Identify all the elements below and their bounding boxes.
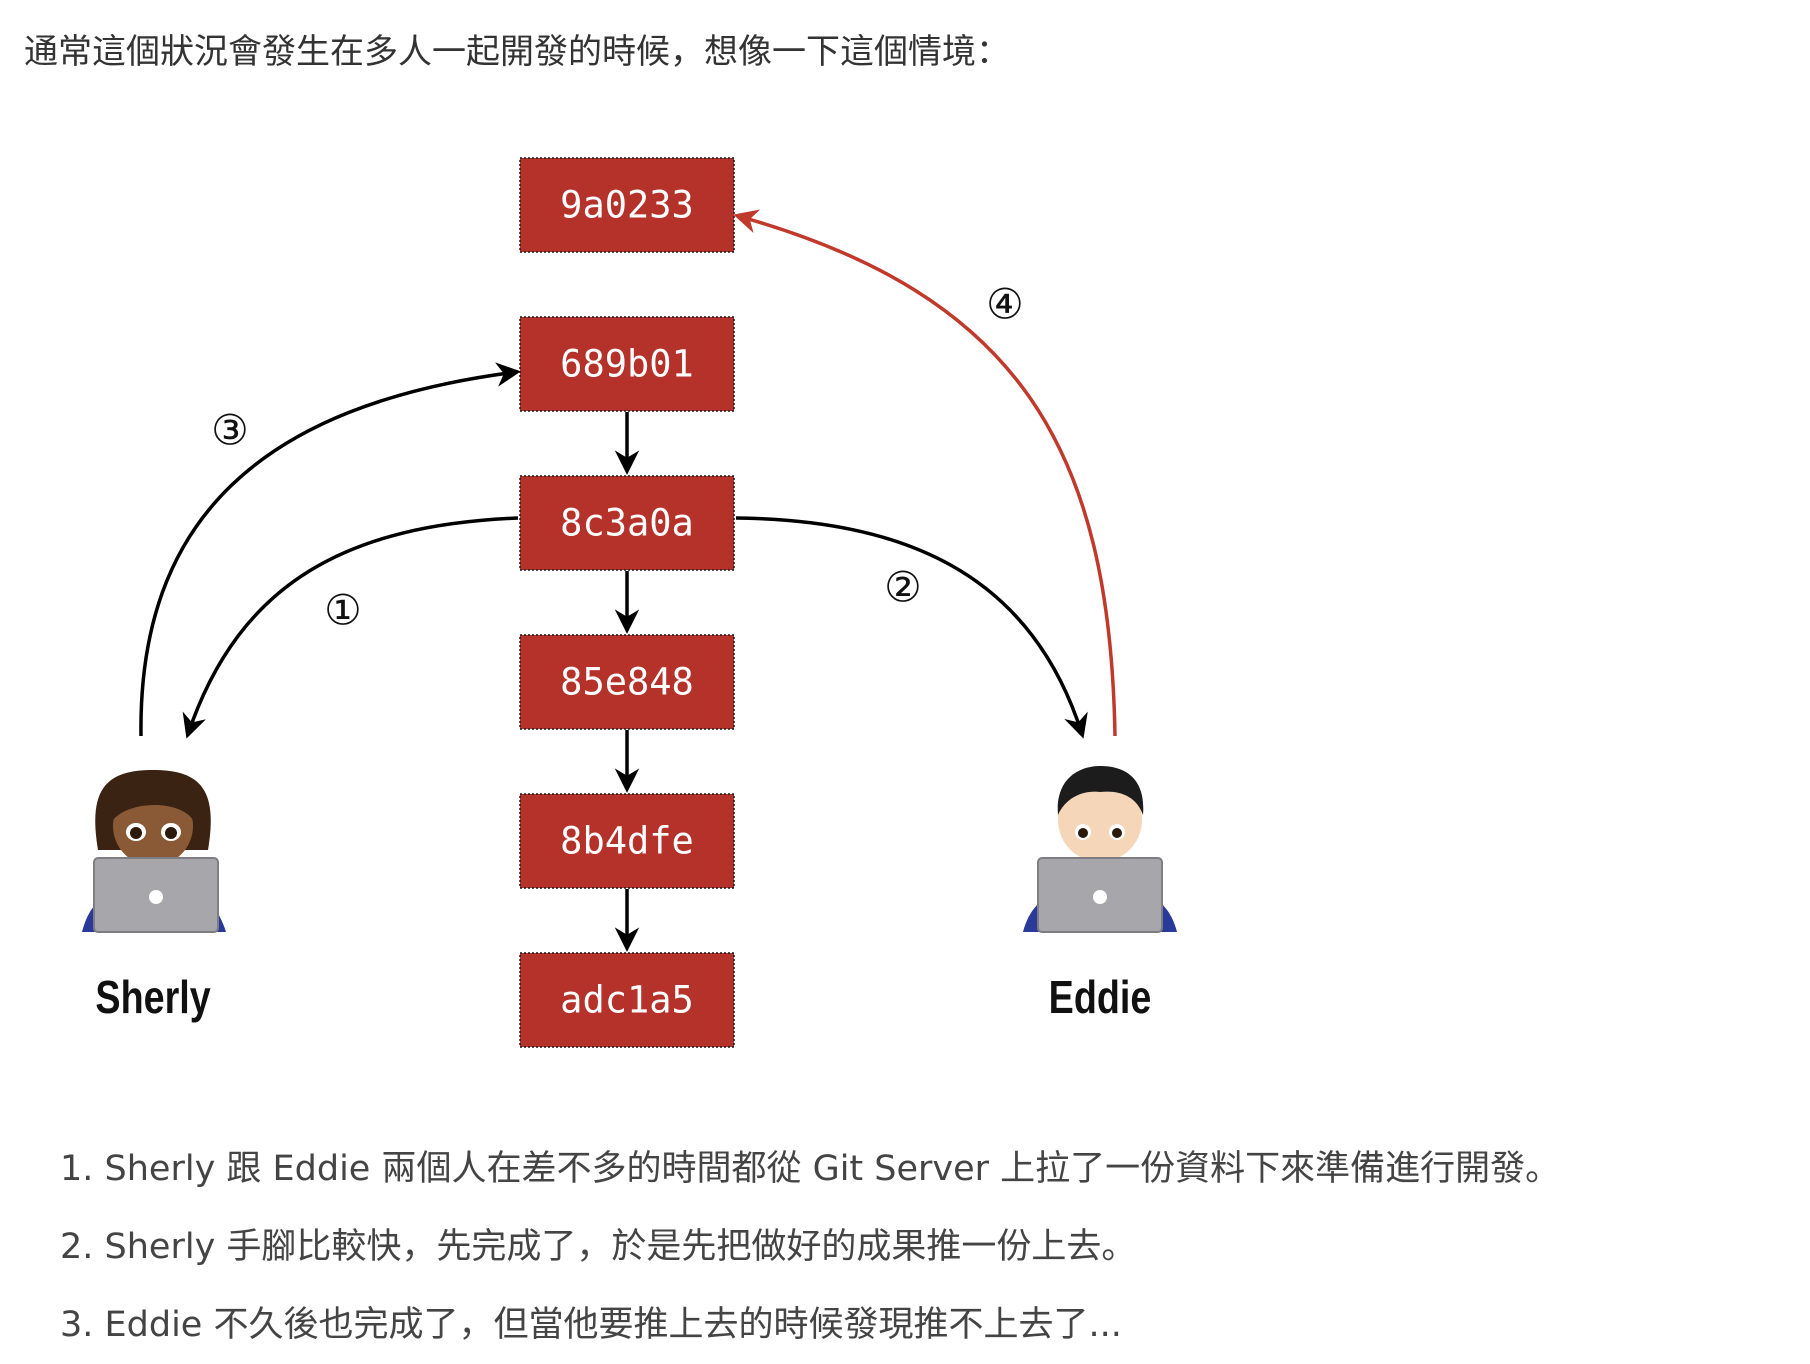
step-4-label: ④ — [986, 280, 1024, 329]
commit-adc1a5: adc1a5 — [519, 952, 735, 1048]
step-2-label: ② — [884, 563, 922, 612]
commit-85e848: 85e848 — [519, 634, 735, 730]
list-item: 2. Sherly 手腳比較快，先完成了，於是先把做好的成果推一份上去。 — [60, 1227, 1137, 1267]
commit-hash-label: adc1a5 — [560, 979, 694, 1022]
commit-689b01: 689b01 — [519, 316, 735, 412]
commit-hash-label: 8c3a0a — [560, 502, 694, 545]
steps-list: 1. Sherly 跟 Eddie 兩個人在差不多的時間都從 Git Serve… — [60, 1130, 1560, 1364]
commit-9a0233: 9a0233 — [519, 157, 735, 253]
commit-hash-label: 9a0233 — [560, 184, 694, 227]
commit-hash-label: 8b4dfe — [560, 820, 694, 863]
step-2-arrow — [735, 516, 1088, 739]
step-1-arrow — [182, 516, 519, 739]
list-item: 3. Eddie 不久後也完成了，但當他要推上去的時候發現推不上去了... — [60, 1305, 1122, 1345]
eddie-name: Eddie — [1049, 971, 1152, 1022]
commit-hash-label: 689b01 — [560, 343, 694, 386]
step-1-label: ① — [324, 586, 362, 635]
man-technologist-icon — [1023, 766, 1177, 933]
list-item: 1. Sherly 跟 Eddie 兩個人在差不多的時間都從 Git Serve… — [60, 1149, 1561, 1189]
commit-8b4dfe: 8b4dfe — [519, 793, 735, 889]
intro-text: 通常這個狀況會發生在多人一起開發的時候，想像一下這個情境： — [24, 32, 1010, 72]
commit-hash-label: 85e848 — [560, 661, 694, 704]
step-3-arrow — [139, 362, 521, 737]
sherly-name: Sherly — [95, 971, 211, 1022]
woman-technologist-icon — [82, 770, 226, 933]
step-3-label: ③ — [211, 406, 249, 455]
step-4-arrow — [733, 209, 1117, 737]
commit-8c3a0a: 8c3a0a — [519, 475, 735, 571]
